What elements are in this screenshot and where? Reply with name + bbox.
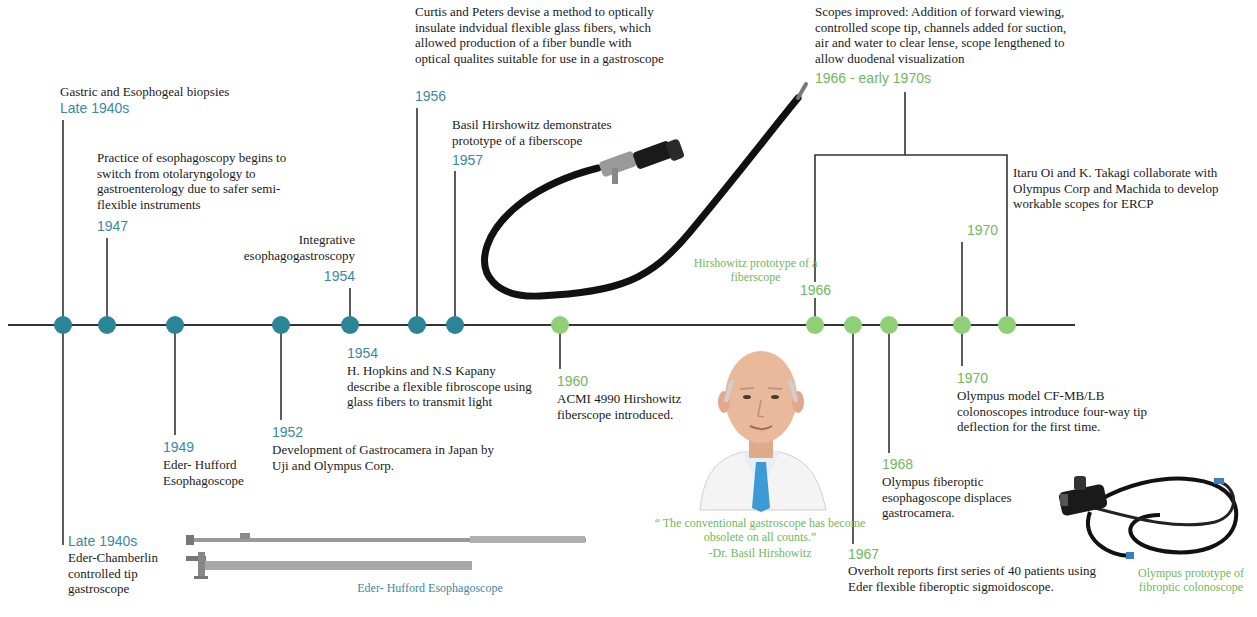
timeline-dots — [54, 316, 1016, 334]
date-label: 1954 — [225, 268, 355, 284]
event-text: Integrative esophagogastroscopy — [225, 232, 355, 263]
event-text: Curtis and Peters devise a method to opt… — [415, 4, 665, 66]
date-label: 1968 — [882, 456, 913, 472]
date-label: 1957 — [452, 152, 483, 168]
quote-text: “ The conventional gastroscope has becom… — [650, 516, 870, 545]
date-label: 1970 — [957, 370, 988, 386]
event-text: Gastric and Esophogeal biopsies — [60, 84, 280, 100]
figure-caption: Eder- Hufford Esophagoscope — [330, 581, 530, 595]
event-text: H. Hopkins and N.S Kapany describe a fle… — [347, 363, 537, 410]
event-text: Eder- Hufford Esophagoscope — [163, 457, 273, 488]
leader-lines — [63, 92, 1007, 545]
date-label: 1956 — [415, 88, 446, 104]
event-text: Olympus fiberoptic esophagoscope displac… — [882, 474, 1022, 521]
date-label: 1967 — [848, 546, 879, 562]
date-label: 1952 — [272, 424, 303, 440]
date-label: 1966 - early 1970s — [815, 70, 931, 86]
portrait-illustration — [700, 351, 826, 512]
date-label: 1947 — [97, 218, 128, 234]
colonoscope-illustration — [1058, 476, 1236, 559]
quote-attribution: -Dr. Basil Hirshowitz — [650, 546, 870, 560]
event-text: Basil Hirshowitz demonstrates prototype … — [452, 117, 627, 148]
event-text: ACMI 4990 Hirshowitz fiberscope introduc… — [557, 391, 692, 422]
date-label: 1954 — [347, 345, 378, 361]
date-label: 1966 — [798, 282, 833, 298]
date-label: 1949 — [163, 439, 194, 455]
event-text: Scopes improved: Addition of forward vie… — [815, 4, 1080, 66]
date-label: 1970 — [967, 222, 998, 238]
figure-caption: Hirshowitz prototype of a fiberscope — [688, 256, 823, 285]
date-label: 1960 — [557, 373, 588, 389]
event-text: Olympus model CF-MB/LB colonoscopes intr… — [957, 388, 1167, 435]
date-label: Late 1940s — [60, 100, 129, 116]
event-text: Development of Gastrocamera in Japan by … — [272, 442, 512, 473]
date-label: Late 1940s — [68, 533, 137, 549]
event-text: Overholt reports first series of 40 pati… — [848, 563, 1110, 594]
event-text: Itaru Oi and K. Takagi collaborate with … — [1013, 165, 1228, 212]
esophagoscope-illustration — [186, 533, 586, 579]
figure-caption: Olympus prototype of fibroptic colonosco… — [1130, 566, 1252, 595]
event-text: Practice of esophagoscopy begins to swit… — [97, 150, 312, 212]
event-text: Eder-Chamberlin controlled tip gastrosco… — [68, 550, 168, 597]
